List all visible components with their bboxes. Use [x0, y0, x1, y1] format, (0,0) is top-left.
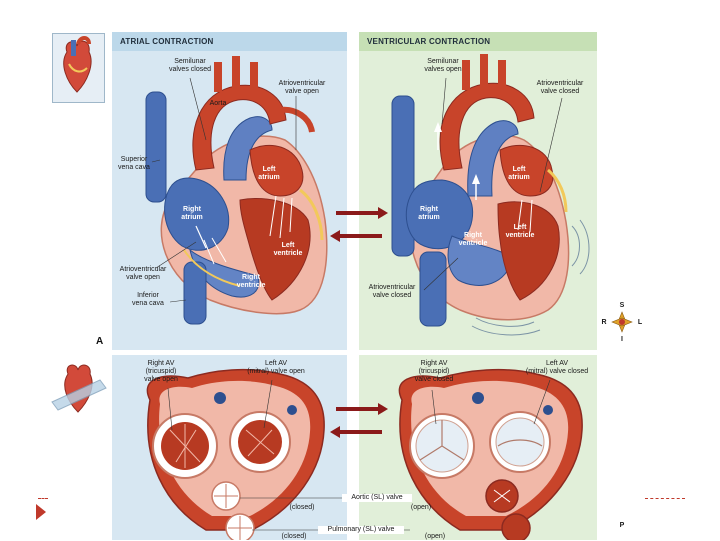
- label-aortic-open: (open): [404, 504, 438, 512]
- label-aortic-valve: Aortic (SL) valve: [342, 494, 412, 502]
- navigation-marker-icon: [36, 504, 46, 520]
- label-av-valve-closed-lower: Atrioventricular valve closed: [358, 284, 426, 300]
- label-left-ventricle: Left ventricle: [268, 242, 308, 258]
- label-semilunar-open: Semilunar valves open: [412, 58, 474, 74]
- label-left-atrium: Left atrium: [252, 166, 286, 182]
- label-av-valve-closed: Atrioventricular valve closed: [526, 80, 594, 96]
- compass-p: P: [618, 522, 626, 530]
- atrial-valve-cross-section: [147, 370, 324, 540]
- label-av-valve-open: Atrioventricular valve open: [268, 80, 336, 96]
- label-aorta: Aorta: [198, 100, 238, 108]
- orientation-compass-icon: [612, 312, 632, 332]
- transition-arrows: [330, 207, 388, 438]
- label-left-av-closed: Left AV (mitral) valve closed: [524, 360, 590, 376]
- compass-i: I: [618, 336, 626, 344]
- label-right-ventricle: Right ventricle: [230, 274, 272, 290]
- label-right-atrium-b: Right atrium: [410, 206, 448, 222]
- compass-l: L: [636, 319, 644, 327]
- label-right-atrium: Right atrium: [174, 206, 210, 222]
- dashed-rule-right: [645, 498, 685, 499]
- label-right-av-open: Right AV (tricuspid) valve open: [136, 360, 186, 384]
- label-left-atrium-b: Left atrium: [502, 166, 536, 182]
- figure-label-a: A: [96, 336, 103, 347]
- label-semilunar-closed: Semilunar valves closed: [160, 58, 220, 74]
- compass-s: S: [618, 302, 626, 310]
- label-left-av-open: Left AV (mitral) valve open: [236, 360, 316, 376]
- ventricular-valve-cross-section: [399, 370, 582, 540]
- label-pulmonary-valve: Pulmonary (SL) valve: [318, 526, 404, 534]
- label-superior-vena-cava: Superior vena cava: [112, 156, 156, 172]
- dashed-rule-left: [38, 498, 48, 499]
- label-av-valve-open-lower: Atrioventricular valve open: [110, 266, 176, 282]
- label-inferior-vena-cava: Inferior vena cava: [120, 292, 176, 308]
- compass-r: R: [600, 319, 608, 327]
- label-right-av-closed: Right AV (tricuspid) valve closed: [408, 360, 460, 384]
- label-left-ventricle-b: Left ventricle: [500, 224, 540, 240]
- label-aortic-closed: (closed): [282, 504, 322, 512]
- label-right-ventricle-b: Right ventricle: [452, 232, 494, 248]
